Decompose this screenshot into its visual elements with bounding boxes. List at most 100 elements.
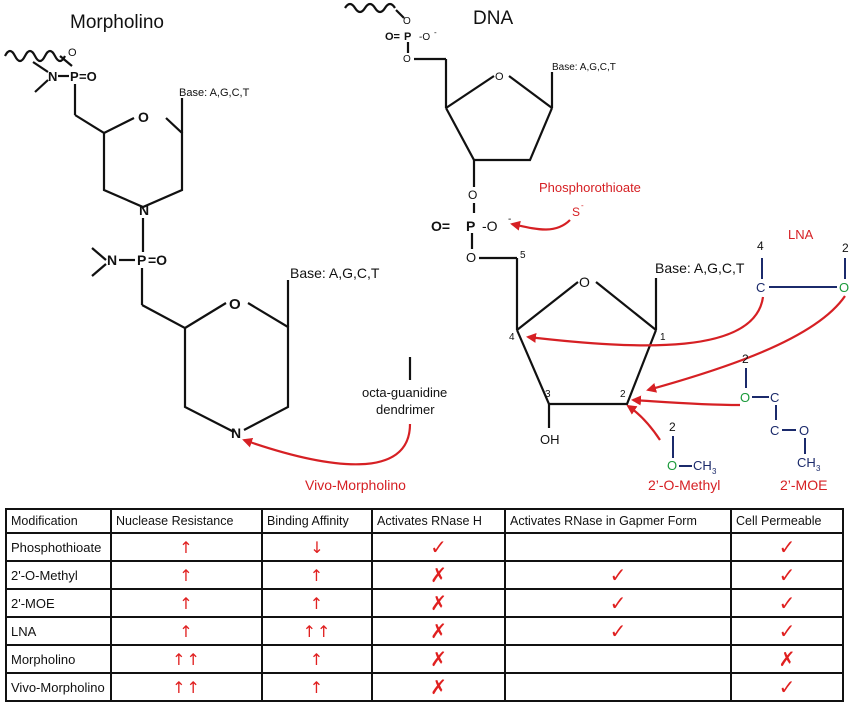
cell-symbol: ✓ — [778, 675, 796, 699]
svg-text:O: O — [579, 274, 590, 290]
morpholino-title: Morpholino — [70, 12, 164, 33]
cell-symbol: ↑ — [309, 565, 325, 585]
svg-text:-O: -O — [482, 218, 498, 234]
cell-symbol: ✓ — [778, 563, 796, 587]
cell-symbol: ✗ — [430, 647, 447, 671]
cell-symbol: ✗ — [430, 675, 447, 699]
svg-text:2: 2 — [842, 241, 849, 255]
header-modification: Modification — [5, 508, 112, 534]
cell-symbol: ✓ — [778, 619, 796, 643]
cell-nuclease-resistance: ↑↑ — [110, 672, 263, 702]
lna-bridge: LNA 4 2 C O — [526, 227, 849, 393]
cell-cell-permeable: ✓ — [730, 672, 844, 702]
cell-activates-rnase-h: ✗ — [371, 644, 506, 674]
modification-comparison-table: Modification Nuclease Resistance Binding… — [5, 508, 844, 702]
svg-text:-: - — [581, 201, 584, 210]
cell-binding-affinity: ↑↑ — [261, 616, 373, 646]
header-activates-rnase-h: Activates RNase H — [371, 508, 506, 534]
dna-phosphate: P O= -O - O 5 — [431, 214, 526, 265]
cell-nuclease-resistance: ↑ — [110, 532, 263, 562]
morpholino-lower-unit: O Base: A,G,C,T N — [141, 265, 380, 441]
cell-symbol: ↑↑ — [172, 649, 201, 669]
svg-text:=O: =O — [79, 69, 97, 84]
svg-text:5: 5 — [520, 250, 526, 261]
cell-cell-permeable: ✓ — [730, 532, 844, 562]
oh-label: OH — [540, 432, 560, 447]
svg-text:4: 4 — [509, 332, 515, 343]
table-header-row: Modification Nuclease Resistance Binding… — [5, 508, 844, 534]
chemical-structures-diagram: Morpholino DNA O P =O N O Base: A,G,C,T … — [4, 2, 849, 493]
svg-text:CH: CH — [693, 458, 712, 473]
svg-text:O: O — [138, 109, 149, 125]
svg-text:CH: CH — [797, 455, 816, 470]
cell-symbol: ↑ — [179, 621, 194, 641]
svg-text:O: O — [403, 54, 411, 65]
cell-activates-rnase-h: ✓ — [371, 532, 506, 562]
cell-activates-rnase-h: ✗ — [371, 588, 506, 618]
omethyl-label: 2’-O-Methyl — [648, 477, 720, 493]
svg-text:3: 3 — [712, 467, 717, 476]
svg-text:P: P — [466, 218, 475, 234]
cell-modification: LNA — [5, 616, 112, 646]
cell-binding-affinity: ↑ — [261, 672, 373, 702]
svg-text:P: P — [137, 252, 146, 268]
table-row: Vivo-Morpholino↑↑↑✗✓ — [5, 672, 844, 702]
svg-text:O: O — [799, 423, 809, 438]
omethyl-group: 2 O CH 3 2’-O-Methyl — [626, 404, 720, 493]
moe-group: 2 O C C O CH 3 2’-MOE — [631, 352, 827, 493]
cell-nuclease-resistance: ↑ — [110, 616, 263, 646]
cell-modification: Morpholino — [5, 644, 112, 674]
svg-text:O: O — [466, 250, 476, 265]
header-activates-rnase-gapmer: Activates RNase in Gapmer Form — [504, 508, 732, 534]
base-label-4: Base: A,G,C,T — [655, 260, 745, 276]
svg-text:O: O — [468, 188, 477, 202]
base-label-3: Base: A,G,C,T — [552, 62, 616, 73]
svg-text:O=: O= — [431, 218, 450, 234]
cell-binding-affinity: ↑ — [261, 560, 373, 590]
svg-text:N: N — [231, 425, 241, 441]
cell-activates-rnase-gapmer: ✓ — [504, 560, 732, 590]
cell-activates-rnase-h: ✗ — [371, 616, 506, 646]
svg-text:C: C — [770, 423, 779, 438]
cell-binding-affinity: ↓ — [261, 532, 373, 562]
svg-text:2: 2 — [669, 420, 676, 434]
svg-text:O: O — [667, 458, 677, 473]
cell-symbol: ↑ — [309, 649, 325, 669]
svg-text:C: C — [756, 280, 765, 295]
svg-text:4: 4 — [757, 239, 764, 253]
dna-upper-nucleotide: O P O= -O - O O Base: A,G,C,T O — [344, 2, 616, 213]
base-label-1: Base: A,G,C,T — [179, 87, 250, 99]
cell-symbol: ✓ — [609, 563, 627, 587]
header-binding-affinity: Binding Affinity — [261, 508, 373, 534]
svg-text:P: P — [404, 31, 411, 43]
cell-symbol: ↑↑ — [302, 621, 332, 641]
cell-symbol: ↓ — [310, 537, 324, 557]
table-row: 2'-MOE↑↑✗✓✓ — [5, 588, 844, 618]
cell-cell-permeable: ✓ — [730, 616, 844, 646]
cell-symbol: ✗ — [778, 647, 796, 671]
cell-symbol: ✓ — [430, 535, 447, 559]
svg-text:3: 3 — [816, 464, 821, 473]
svg-text:O: O — [839, 280, 849, 295]
cell-symbol: ✓ — [778, 535, 796, 559]
cell-symbol: ✓ — [778, 591, 796, 615]
cell-symbol: ↑ — [309, 593, 325, 613]
cell-symbol: ↑↑ — [172, 677, 201, 697]
svg-text:1: 1 — [660, 332, 666, 343]
cell-symbol: ✗ — [430, 619, 447, 643]
svg-text:N: N — [48, 69, 57, 84]
cell-symbol: ✓ — [609, 619, 627, 643]
svg-text:O: O — [740, 390, 750, 405]
morpholino-linker: N P =O — [91, 247, 167, 305]
svg-text:S: S — [572, 205, 580, 219]
cell-cell-permeable: ✗ — [730, 644, 844, 674]
cell-activates-rnase-gapmer — [504, 644, 732, 674]
phosphorothioate-label: Phosphorothioate — [539, 180, 641, 195]
header-nuclease-resistance: Nuclease Resistance — [110, 508, 263, 534]
cell-symbol: ↑ — [179, 593, 194, 613]
svg-text:-: - — [508, 214, 511, 225]
svg-text:N: N — [139, 202, 149, 218]
cell-activates-rnase-gapmer: ✓ — [504, 588, 732, 618]
octa-label-2: dendrimer — [376, 402, 435, 417]
svg-text:3: 3 — [545, 389, 551, 400]
